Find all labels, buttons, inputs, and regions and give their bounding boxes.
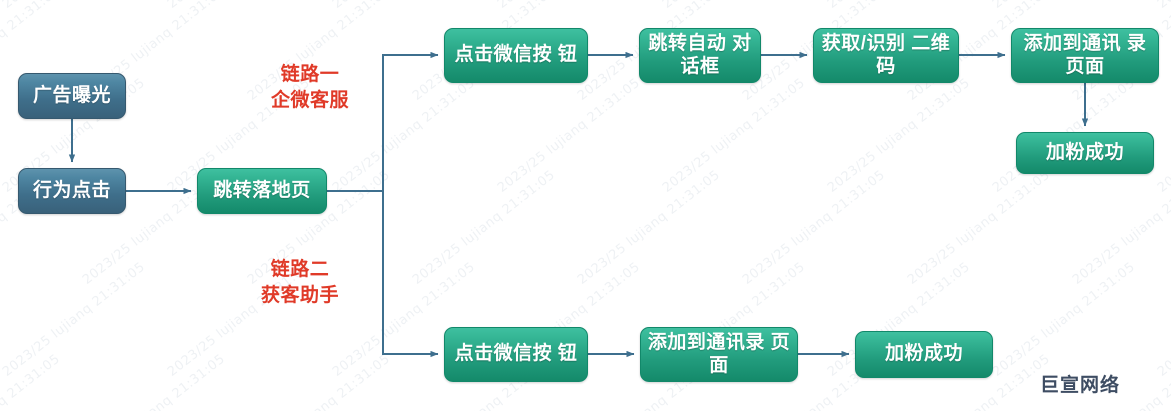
watermark-text: 2023/25 lujianq 21:31:05 (245, 352, 393, 411)
watermark-text: 2023/25 lujianq 21:31:05 (330, 0, 478, 12)
node-bot-wechat-button[interactable]: 点击微信按 钮 (444, 327, 588, 382)
node-ad-exposure[interactable]: 广告曝光 (18, 73, 126, 119)
branch-label-one: 链路一 企微客服 (270, 64, 349, 111)
node-top-auto-dialog[interactable]: 跳转自动 对话框 (639, 28, 761, 83)
watermark-text: 2023/25 lujianq 21:31:05 (1155, 260, 1171, 380)
watermark-text: 2023/25 lujianq 21:31:05 (660, 0, 808, 12)
node-top-wechat-button[interactable]: 点击微信按 钮 (444, 28, 588, 83)
node-top-add-contact[interactable]: 添加到通讯 录页面 (1011, 28, 1159, 83)
watermark-text: 2023/25 lujianq 21:31:05 (495, 0, 643, 12)
node-bot-follow-success[interactable]: 加粉成功 (855, 331, 993, 378)
branch-label-two: 链路二 获客助手 (260, 259, 339, 306)
node-top-scan-qrcode[interactable]: 获取/识别 二维码 (813, 28, 959, 83)
watermark-text: 2023/25 lujianq 21:31:05 (660, 75, 809, 196)
watermark-text: 2023/25 lujianq 21:31:05 (1155, 0, 1171, 12)
watermark-text: 2023/25 lujianq 21:31:05 (740, 167, 889, 288)
watermark-text: 2023/25 lujianq 21:31:05 (990, 0, 1138, 12)
watermark-text: 2023/25 lujianq 21:31:05 (410, 167, 559, 288)
watermark-text: 2023/25 lujianq 21:31:05 (0, 352, 63, 411)
watermark-text: 2023/25 lujianq 21:31:05 (825, 75, 974, 196)
watermark-text: 2023/25 lujianq 21:31:05 (165, 0, 313, 12)
watermark-text: 2023/25 lujianq 21:31:05 (495, 75, 644, 196)
watermark-text: 2023/25 lujianq 21:31:05 (0, 0, 148, 12)
watermark-text: 2023/25 lujianq 21:31:05 (990, 259, 1139, 380)
watermark-text: 2023/25 lujianq 21:31:05 (905, 167, 1054, 288)
watermark-text: 2023/25 lujianq 21:31:05 (0, 259, 149, 380)
node-landing-page[interactable]: 跳转落地页 (197, 168, 327, 214)
node-behavior-click[interactable]: 行为点击 (18, 168, 126, 214)
watermark-text: 2023/25 lujianq 21:31:05 (825, 0, 973, 12)
watermark-text: 2023/25 lujianq 21:31:05 (1155, 76, 1171, 196)
node-bot-add-contact[interactable]: 添加到通讯录 页面 (640, 327, 798, 382)
edge-landing-to-bottom-branch (382, 191, 439, 358)
watermark-text: 2023/25 lujianq 21:31:05 (575, 167, 724, 288)
watermark-text: 2023/25 lujianq 21:31:05 (80, 352, 228, 411)
watermark-text: 2023/25 lujianq 21:31:05 (1070, 167, 1171, 288)
node-top-follow-success[interactable]: 加粉成功 (1016, 132, 1154, 174)
brand-watermark: 巨宣网络 (1040, 375, 1121, 396)
